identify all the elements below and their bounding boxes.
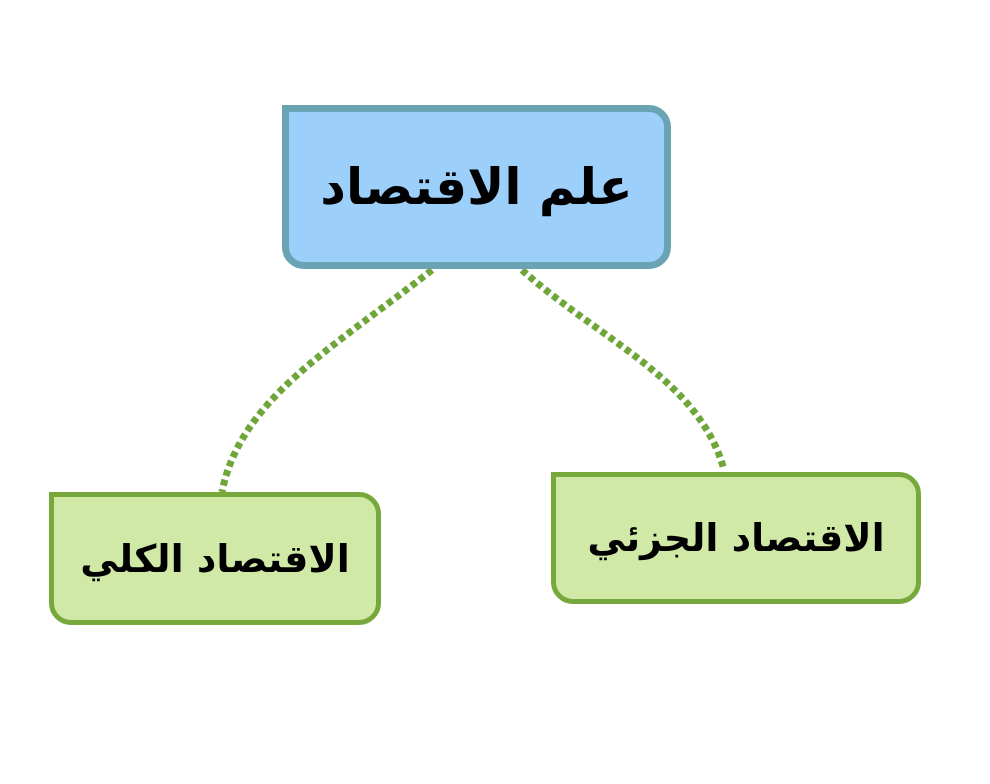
child-node-macroeconomics: الاقتصاد الكلي xyxy=(49,492,381,625)
root-node-economics: علم الاقتصاد xyxy=(282,105,671,269)
connector-root-to-macro xyxy=(218,267,435,493)
child-node-label: الاقتصاد الجزئي xyxy=(587,516,885,560)
child-node-microeconomics: الاقتصاد الجزئي xyxy=(551,472,921,604)
child-node-label: الاقتصاد الكلي xyxy=(80,536,350,581)
connector-root-to-micro xyxy=(519,267,728,471)
root-node-label: علم الاقتصاد xyxy=(320,158,633,216)
